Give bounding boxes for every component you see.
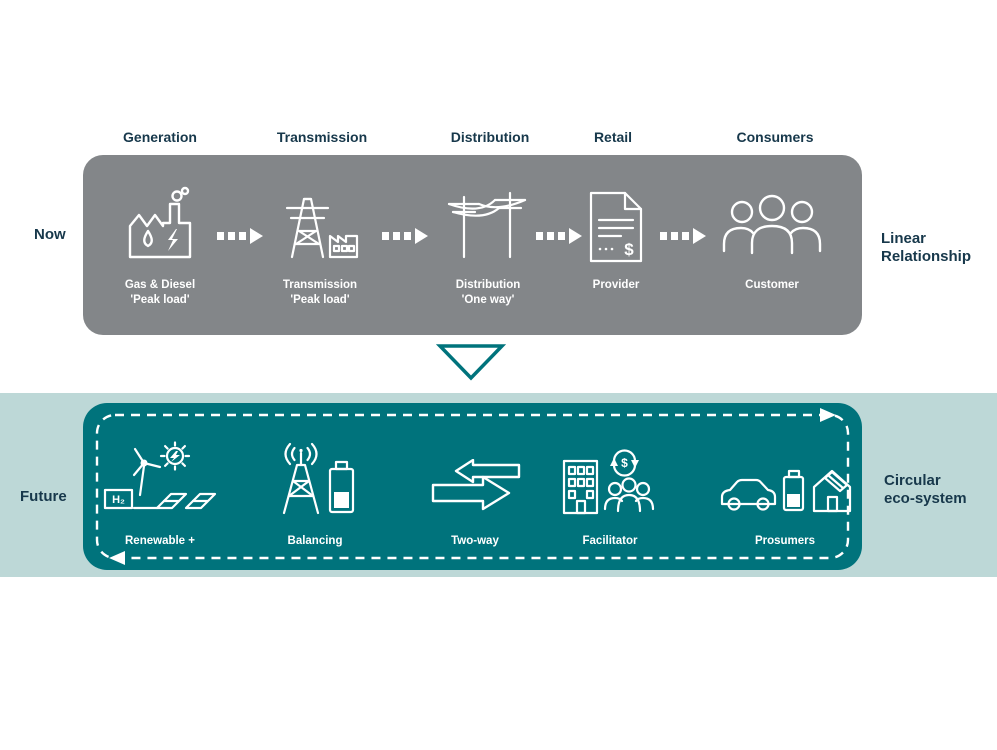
now-item-transmission: Transmission 'Peak load' — [278, 179, 362, 308]
linear-relationship-label: Linear Relationship — [881, 230, 971, 266]
label-line: Transmission — [282, 279, 358, 291]
column-header-generation: Generation — [123, 129, 197, 145]
future-item-facilitator: $ Facilitator — [558, 433, 662, 549]
now-item-label: Gas & Diesel 'Peak load' — [125, 278, 195, 308]
column-header-distribution: Distribution — [450, 129, 530, 145]
future-item-two-way: Two-way — [427, 433, 523, 549]
now-item-distribution: Distribution 'One way' — [440, 179, 536, 308]
now-item-label: Customer — [745, 278, 799, 293]
circular-ecosystem-line1: Circular — [884, 472, 941, 489]
column-header-transmission: Transmission — [276, 129, 368, 145]
label-line: Gas & Diesel — [124, 279, 196, 291]
now-item-generation: Gas & Diesel 'Peak load' — [117, 179, 203, 308]
future-item-label: Prosumers — [755, 534, 815, 549]
prosumers-icon — [718, 433, 852, 525]
provider-invoice-icon: $ — [583, 179, 649, 269]
customers-group-icon — [714, 179, 830, 269]
hydrogen-glyph: H₂ — [112, 494, 125, 506]
label-line: Provider — [592, 279, 640, 291]
label-line: Balancing — [287, 535, 343, 547]
label-line: Renewable + — [125, 535, 195, 547]
linear-relationship-line1: Linear — [881, 230, 927, 247]
dashed-right-arrow-icon — [217, 228, 263, 244]
dashed-right-arrow-icon — [382, 228, 428, 244]
transmission-tower-icon — [278, 179, 362, 269]
now-panel: Gas & Diesel 'Peak load' — [83, 155, 862, 335]
down-triangle-icon — [436, 344, 506, 381]
future-item-label: Facilitator — [583, 534, 638, 549]
facilitator-icon: $ — [558, 433, 662, 525]
label-line: 'Peak load' — [290, 294, 350, 306]
future-item-label: Balancing — [288, 534, 343, 549]
column-header-consumers: Consumers — [736, 129, 814, 145]
future-item-label: Two-way — [451, 534, 499, 549]
label-line: 'One way' — [461, 294, 515, 306]
future-row-label: Future — [20, 488, 67, 505]
balancing-icon — [268, 433, 362, 525]
dashed-right-arrow-icon — [536, 228, 582, 244]
future-item-balancing: Balancing — [268, 433, 362, 549]
linear-relationship-line2: Relationship — [881, 248, 972, 265]
label-line: Two-way — [451, 535, 499, 547]
circular-ecosystem-line2: eco-system — [884, 490, 967, 507]
label-line: Customer — [745, 279, 799, 291]
dashed-right-arrow-icon — [660, 228, 706, 244]
future-item-label: Renewable + — [125, 534, 195, 549]
future-item-renewable: H₂ — [101, 433, 219, 549]
label-line: Facilitator — [582, 535, 638, 547]
now-item-label: Provider — [593, 278, 640, 293]
gas-diesel-plant-icon — [117, 179, 203, 269]
now-row-label: Now — [34, 226, 66, 243]
dollar-glyph: $ — [624, 240, 634, 259]
now-item-retail: $ Provider — [583, 179, 649, 293]
circular-ecosystem-label: Circular eco-system — [884, 472, 967, 508]
two-way-icon — [427, 433, 523, 525]
renewables-icon: H₂ — [101, 433, 219, 525]
label-line: Prosumers — [754, 535, 816, 547]
circular-flow-border — [95, 408, 850, 565]
now-item-label: Distribution 'One way' — [456, 278, 521, 308]
label-line: Distribution — [455, 279, 521, 291]
now-item-consumers: Customer — [714, 179, 830, 293]
label-line: 'Peak load' — [130, 294, 190, 306]
column-header-retail: Retail — [593, 129, 633, 145]
future-panel: H₂ — [83, 403, 862, 570]
dollar-glyph: $ — [621, 456, 628, 470]
distribution-poles-icon — [440, 179, 536, 269]
now-item-label: Transmission 'Peak load' — [283, 278, 357, 308]
future-item-prosumers: Prosumers — [718, 433, 852, 549]
